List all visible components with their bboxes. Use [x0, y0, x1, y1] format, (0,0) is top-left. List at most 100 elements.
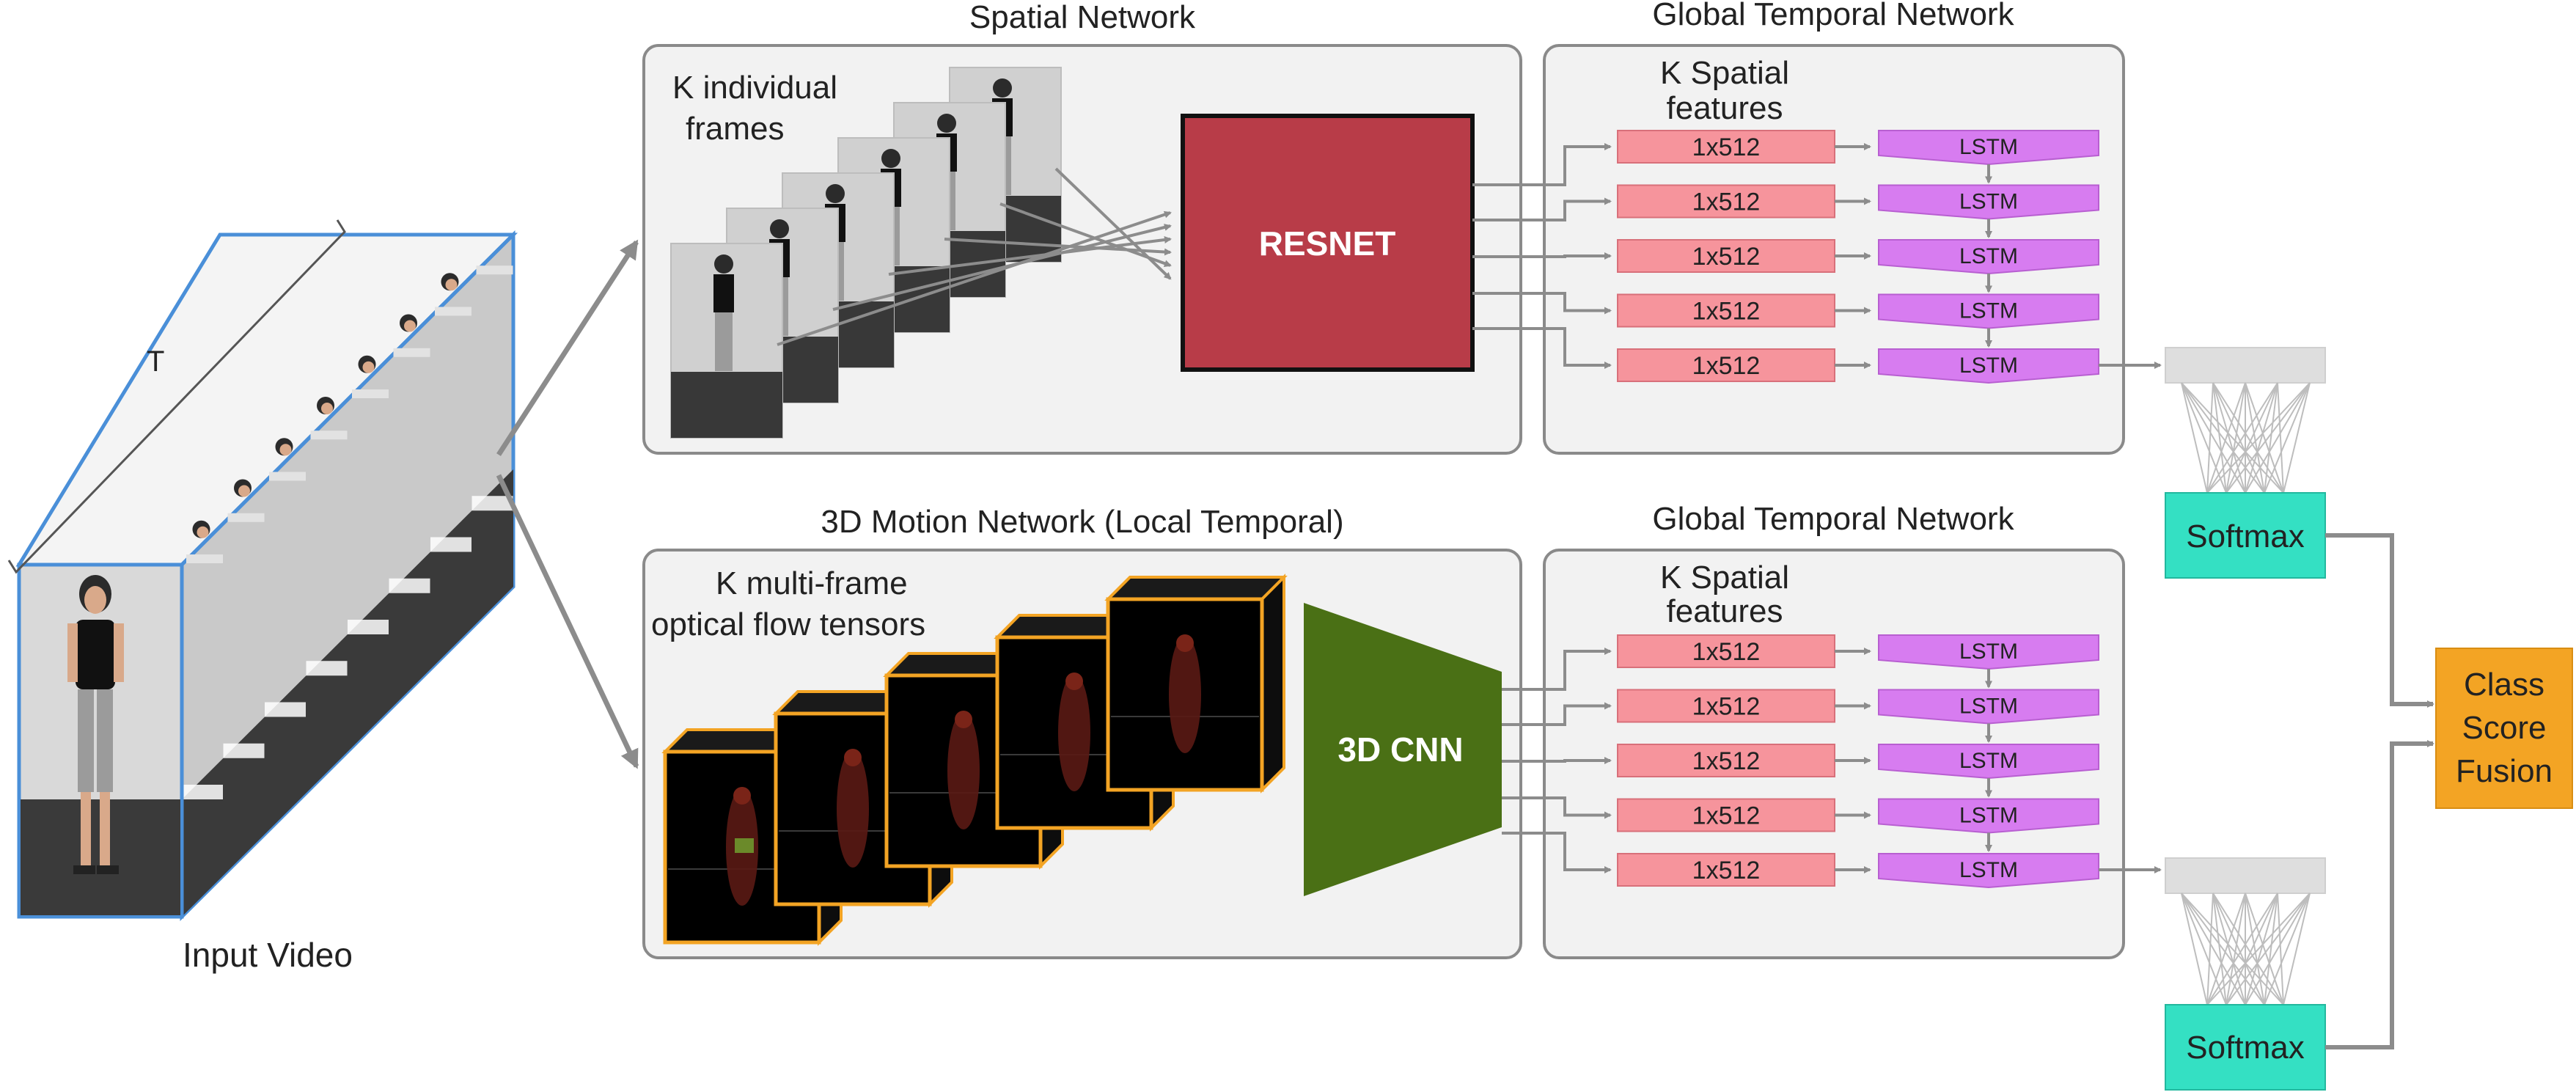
- stack-face: [445, 279, 458, 291]
- stack-face: [404, 320, 416, 332]
- feature-box: [1617, 798, 1835, 832]
- flow-tensors: [661, 574, 1288, 946]
- flow-silhouette: [947, 712, 980, 829]
- fc-connection: [2225, 382, 2278, 494]
- frame-person-head: [993, 78, 1012, 98]
- fc-connection: [2245, 382, 2311, 494]
- fc-connection: [2181, 893, 2208, 1005]
- flow-silhouette-head: [1065, 673, 1083, 690]
- spatial-frame-arrows: [777, 167, 1172, 346]
- frame-person-torso: [713, 274, 734, 312]
- feature-box: [1617, 853, 1835, 887]
- stack-face: [362, 361, 375, 373]
- frame-to-resnet-arrow: [999, 202, 1172, 267]
- time-bracket: [7, 219, 346, 574]
- lstm-label: LSTM: [1959, 299, 2018, 323]
- flow-silhouette-head: [955, 711, 972, 728]
- class-score-fusion: Class Score Fusion: [2325, 533, 2573, 1049]
- dense-layer-top: [2165, 347, 2326, 384]
- feature-label: 1x512: [1692, 133, 1761, 161]
- frame-to-resnet-arrow: [832, 224, 1172, 311]
- frame-person-head: [881, 149, 900, 168]
- temporal-row: 1x512 LSTM: [1472, 292, 2099, 348]
- stack-step: [306, 661, 348, 676]
- features-label-bottom-line-2: features: [1667, 593, 1783, 629]
- fully-connected-lines-bottom: [2181, 893, 2311, 1005]
- fc-connection: [2206, 382, 2278, 494]
- backbone-to-feature-arrow: [1472, 143, 1612, 186]
- input-video: T Input Video: [7, 219, 518, 974]
- stack-step: [430, 537, 471, 552]
- backbone-to-feature-arrow: [1472, 197, 1612, 221]
- fc-connection: [2245, 893, 2278, 1005]
- input-video-label: Input Video: [183, 936, 353, 974]
- resnet-label: RESNET: [1259, 224, 1396, 263]
- fc-connection: [2264, 893, 2311, 1005]
- stack-step: [223, 743, 265, 758]
- frame-person-head: [826, 184, 845, 203]
- frame-to-resnet-arrow: [944, 238, 1172, 256]
- fc-connection: [2225, 382, 2246, 494]
- fc-connection: [2206, 893, 2214, 1005]
- backbone-to-feature-arrow: [1502, 648, 1612, 691]
- feature-label: 1x512: [1692, 638, 1761, 666]
- stack-face: [279, 444, 292, 456]
- frame-floor: [671, 372, 782, 438]
- lstm-label: LSTM: [1959, 640, 2018, 664]
- fc-connection: [2206, 893, 2311, 1005]
- fc-connection: [2245, 893, 2284, 1005]
- cnn3d-label: 3D CNN: [1337, 730, 1463, 769]
- fusion-label-line-2: Score: [2462, 710, 2547, 746]
- frames-label-line-2: frames: [686, 111, 784, 147]
- video-front-frame: [17, 563, 184, 919]
- stack-step: [471, 496, 513, 511]
- fusion-label-line-1: Class: [2464, 667, 2544, 703]
- stack-frame-edge: [269, 472, 306, 481]
- tensors-label-line-2: optical flow tensors: [651, 607, 925, 642]
- fc-connection: [2206, 382, 2246, 494]
- lstm-label: LSTM: [1959, 244, 2018, 268]
- tensors-label-line-1: K multi-frame: [716, 565, 908, 601]
- fc-connection: [2225, 382, 2311, 494]
- feature-label: 1x512: [1692, 693, 1761, 721]
- softmax-bottom-to-fusion-arrow: [2325, 740, 2434, 1049]
- fc-connection: [2245, 893, 2311, 1005]
- feature-label: 1x512: [1692, 802, 1761, 830]
- frame-person-head: [770, 219, 789, 238]
- flow-silhouette-head: [1176, 634, 1194, 652]
- flow-silhouette-head: [844, 749, 862, 766]
- motion-network-title: 3D Motion Network (Local Temporal): [821, 504, 1343, 540]
- lstm-cell: [1878, 348, 2099, 384]
- feature-label: 1x512: [1692, 298, 1761, 326]
- global-temporal-title-bottom: Global Temporal Network: [1652, 501, 2014, 537]
- frame-person-legs: [715, 312, 733, 371]
- softmax-top-to-fusion-arrow: [2325, 533, 2434, 708]
- fc-connection: [2264, 382, 2311, 494]
- fc-connection: [2225, 893, 2246, 1005]
- feature-box: [1617, 634, 1835, 668]
- frame-person-head: [714, 254, 733, 274]
- resnet-block: [1181, 114, 1475, 372]
- frame-to-resnet-arrow: [1054, 167, 1172, 280]
- fc-connection: [2277, 893, 2284, 1005]
- lstm-cell: [1878, 689, 2099, 725]
- feature-box: [1617, 130, 1835, 164]
- stack-frame-edge: [476, 265, 513, 275]
- motion-network: 3D Motion Network (Local Temporal) K mul…: [642, 504, 1522, 959]
- fc-connection: [2206, 382, 2214, 494]
- stack-frame-edge: [352, 389, 389, 398]
- video-stack-steps: [182, 265, 513, 799]
- flow-silhouette: [1169, 636, 1201, 753]
- softmax-label-top: Softmax: [2186, 518, 2304, 554]
- cnn3d-block: [1304, 603, 1502, 896]
- lstm-cell: [1878, 853, 2099, 889]
- dense-layer-bottom: [2165, 857, 2326, 894]
- fc-connection: [2181, 382, 2208, 494]
- stack-face: [238, 485, 250, 497]
- stack-step: [182, 785, 223, 799]
